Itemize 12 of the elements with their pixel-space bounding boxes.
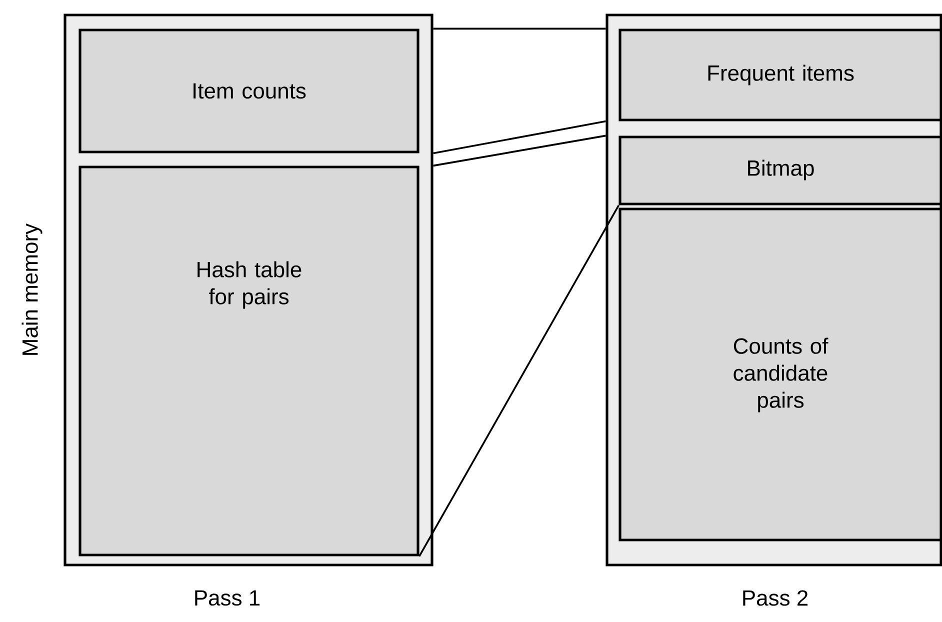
zoom-line bbox=[433, 134, 606, 167]
region-label: Item counts bbox=[194, 83, 306, 99]
zoom-line bbox=[433, 28, 606, 30]
region-label: Frequent items bbox=[708, 64, 854, 86]
pass-label: Pass 2 bbox=[743, 590, 808, 606]
zoom-line bbox=[433, 120, 606, 154]
region-label: Hash table for pairs bbox=[198, 261, 302, 309]
pass-label: Pass 1 bbox=[195, 590, 260, 606]
region-label: Bitmap bbox=[748, 160, 814, 180]
zoom-line bbox=[418, 204, 620, 557]
axis-label: Main memory bbox=[22, 223, 42, 355]
region-label: Counts of candidate pairs bbox=[734, 338, 828, 412]
